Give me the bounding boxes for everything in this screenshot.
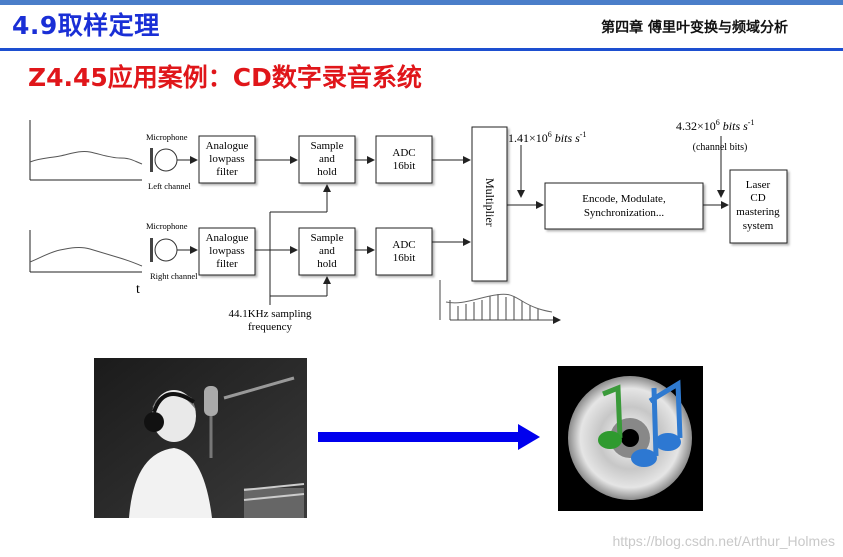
- mic-label-right: Microphone: [146, 221, 188, 231]
- sampling-text-1: 44.1KHz sampling: [228, 308, 312, 320]
- left-channel-label: Left channel: [148, 181, 191, 191]
- sh-text-1: Sample: [311, 140, 344, 152]
- encode-text-1: Encode, Modulate,: [582, 193, 666, 205]
- multiplier-block: Multiplier: [471, 126, 508, 282]
- right-waveform-line: [29, 246, 143, 267]
- laser-text-3: mastering: [736, 206, 780, 218]
- adc-text-1: ADC: [392, 239, 415, 251]
- header-rule: [0, 48, 843, 51]
- right-waveform-plot: [29, 230, 143, 273]
- laser-cd-mastering-block: Laser CD mastering system: [729, 169, 788, 244]
- right-channel-label: Right channel: [150, 271, 198, 281]
- sampled-pulse-plot: [439, 280, 561, 324]
- sh-text-1: Sample: [311, 232, 344, 244]
- watermark-url: https://blog.csdn.net/Arthur_Holmes: [612, 533, 835, 549]
- cd-recording-block-diagram: t Microphone Left channel Microphone Rig…: [29, 118, 788, 333]
- slide-subtitle: Z4.45应用案例：CD数字录音系统: [28, 63, 422, 92]
- conversion-arrow: [318, 424, 540, 450]
- right-adc-block: ADC 16bit: [375, 227, 433, 276]
- sh-text-3: hold: [317, 258, 337, 270]
- laser-text-2: CD: [750, 192, 765, 204]
- signal-connectors: [177, 136, 729, 305]
- rate-2-label: 4.32×106 bits s-1: [676, 118, 754, 133]
- adc-text-1: ADC: [392, 147, 415, 159]
- laser-text-1: Laser: [746, 179, 771, 191]
- filter-text-1: Analogue: [206, 140, 249, 152]
- t-axis-label: t: [136, 282, 140, 297]
- studio-singer-photo: [94, 358, 307, 518]
- channel-bits-label: (channel bits): [693, 142, 748, 153]
- left-adc-block: ADC 16bit: [375, 135, 433, 184]
- adc-text-2: 16bit: [393, 252, 416, 264]
- cd-music-icon: [558, 366, 703, 511]
- encode-block: Encode, Modulate, Synchronization...: [544, 182, 704, 230]
- left-sample-hold-block: Sample and hold: [298, 135, 356, 184]
- sh-text-3: hold: [317, 166, 337, 178]
- left-waveform-line: [29, 151, 143, 165]
- mic-label-left: Microphone: [146, 132, 188, 142]
- sh-text-2: and: [319, 245, 335, 257]
- right-sample-hold-block: Sample and hold: [298, 227, 356, 276]
- laser-text-4: system: [743, 220, 774, 232]
- left-lowpass-filter-block: Analogue lowpass filter: [198, 135, 256, 184]
- top-accent-bar: [0, 0, 843, 5]
- filter-text-3: filter: [216, 166, 238, 178]
- microphone-left-icon: [150, 148, 178, 172]
- chapter-label: 第四章 傅里叶变换与频域分析: [601, 20, 788, 36]
- adc-text-2: 16bit: [393, 160, 416, 172]
- rate-1-label: 1.41×106 bits s-1: [508, 130, 586, 145]
- music-notes-icon: [598, 379, 683, 467]
- sampling-text-2: frequency: [248, 321, 292, 333]
- filter-text-2: lowpass: [209, 245, 244, 257]
- filter-text-1: Analogue: [206, 232, 249, 244]
- section-title: 4.9取样定理: [12, 11, 160, 40]
- microphone-right-icon: [150, 238, 178, 262]
- sh-text-2: and: [319, 153, 335, 165]
- encode-text-2: Synchronization...: [584, 207, 665, 219]
- filter-text-3: filter: [216, 258, 238, 270]
- filter-text-2: lowpass: [209, 153, 244, 165]
- left-waveform-plot: [29, 120, 143, 181]
- right-lowpass-filter-block: Analogue lowpass filter: [198, 227, 256, 276]
- multiplier-label: Multiplier: [483, 178, 497, 227]
